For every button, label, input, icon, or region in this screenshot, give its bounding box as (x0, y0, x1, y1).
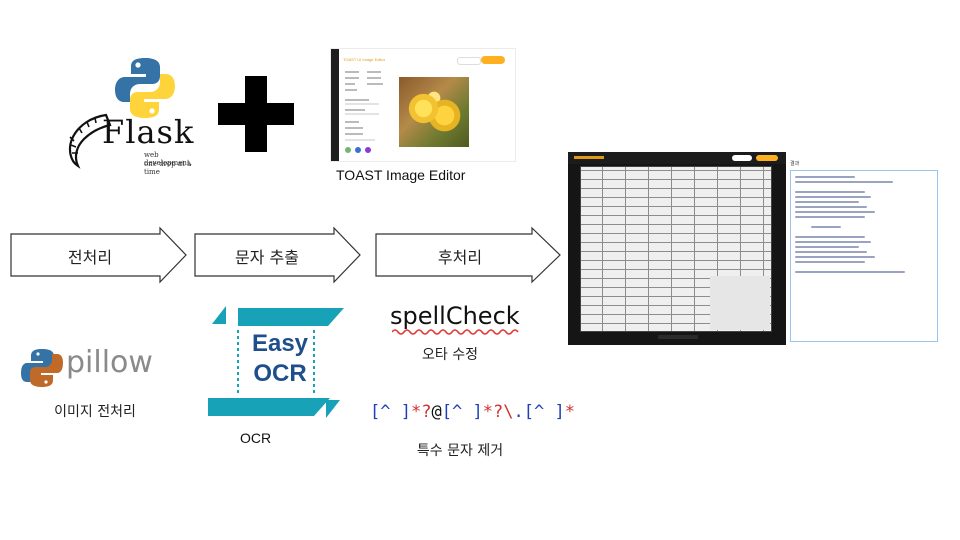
result-viewer-header (568, 152, 786, 164)
arrow-postprocess (375, 226, 561, 284)
arrow-text-extract (194, 226, 361, 284)
toast-editor-screenshot: TOAST UI Image Editor (330, 48, 516, 162)
easyocr-frame-icon (208, 306, 344, 418)
result-screenshot: 결과 (568, 152, 942, 345)
flask-tagline-1: web development, (144, 151, 192, 167)
easyocr-word-2: OCR (253, 360, 307, 387)
pillow-icon (21, 349, 63, 387)
pipeline-arrows (10, 226, 561, 284)
plus-icon (218, 76, 294, 152)
result-viewer-toolbar (658, 335, 698, 339)
flask-wordmark: Flask (102, 113, 195, 151)
easyocr-word-1: Easy (251, 330, 309, 357)
scanned-document (580, 166, 772, 332)
result-panel-title: 결과 (790, 161, 800, 167)
flask-tagline-2: one drop at a time (144, 160, 192, 176)
flask-horn-icon (68, 113, 112, 169)
result-viewer (568, 152, 786, 345)
result-load-button (732, 155, 752, 161)
arrow-preprocess (10, 226, 187, 284)
result-output-box (790, 170, 938, 342)
spellcheck-squiggle-icon (392, 329, 519, 335)
step-label-preprocess: 전처리 (67, 248, 113, 267)
python-icon (115, 58, 175, 118)
pillow-logo: pillow (20, 345, 170, 390)
regex-pattern: [^ ]*?@[^ ]*?\.[^ ]* (370, 402, 575, 422)
toast-editor-sidebar (331, 49, 339, 161)
pillow-wordmark: pillow (66, 345, 153, 380)
spellcheck-logo: spellCheck (390, 302, 520, 330)
toast-editor-panel (343, 69, 391, 157)
regex-caption: 특수 문자 제거 (416, 443, 504, 459)
toast-download-button (481, 56, 505, 64)
spellcheck-caption: 오타 수정 (422, 347, 478, 363)
flask-logo: Flask web development, one drop at a tim… (62, 55, 202, 176)
easyocr-caption: OCR (240, 430, 272, 446)
toast-caption: TOAST Image Editor (336, 167, 466, 183)
toast-load-button (457, 57, 481, 65)
step-label-text-extract: 문자 추출 (235, 248, 299, 267)
result-download-button (756, 155, 778, 161)
step-label-postprocess: 후처리 (437, 248, 483, 267)
regex-pattern-text: [^ ]*?@[^ ]*?\.[^ ]* (370, 402, 575, 422)
toast-editor-photo (399, 77, 469, 147)
pillow-caption: 이미지 전처리 (54, 404, 136, 420)
toast-editor-logo: TOAST UI Image Editor (343, 57, 386, 62)
